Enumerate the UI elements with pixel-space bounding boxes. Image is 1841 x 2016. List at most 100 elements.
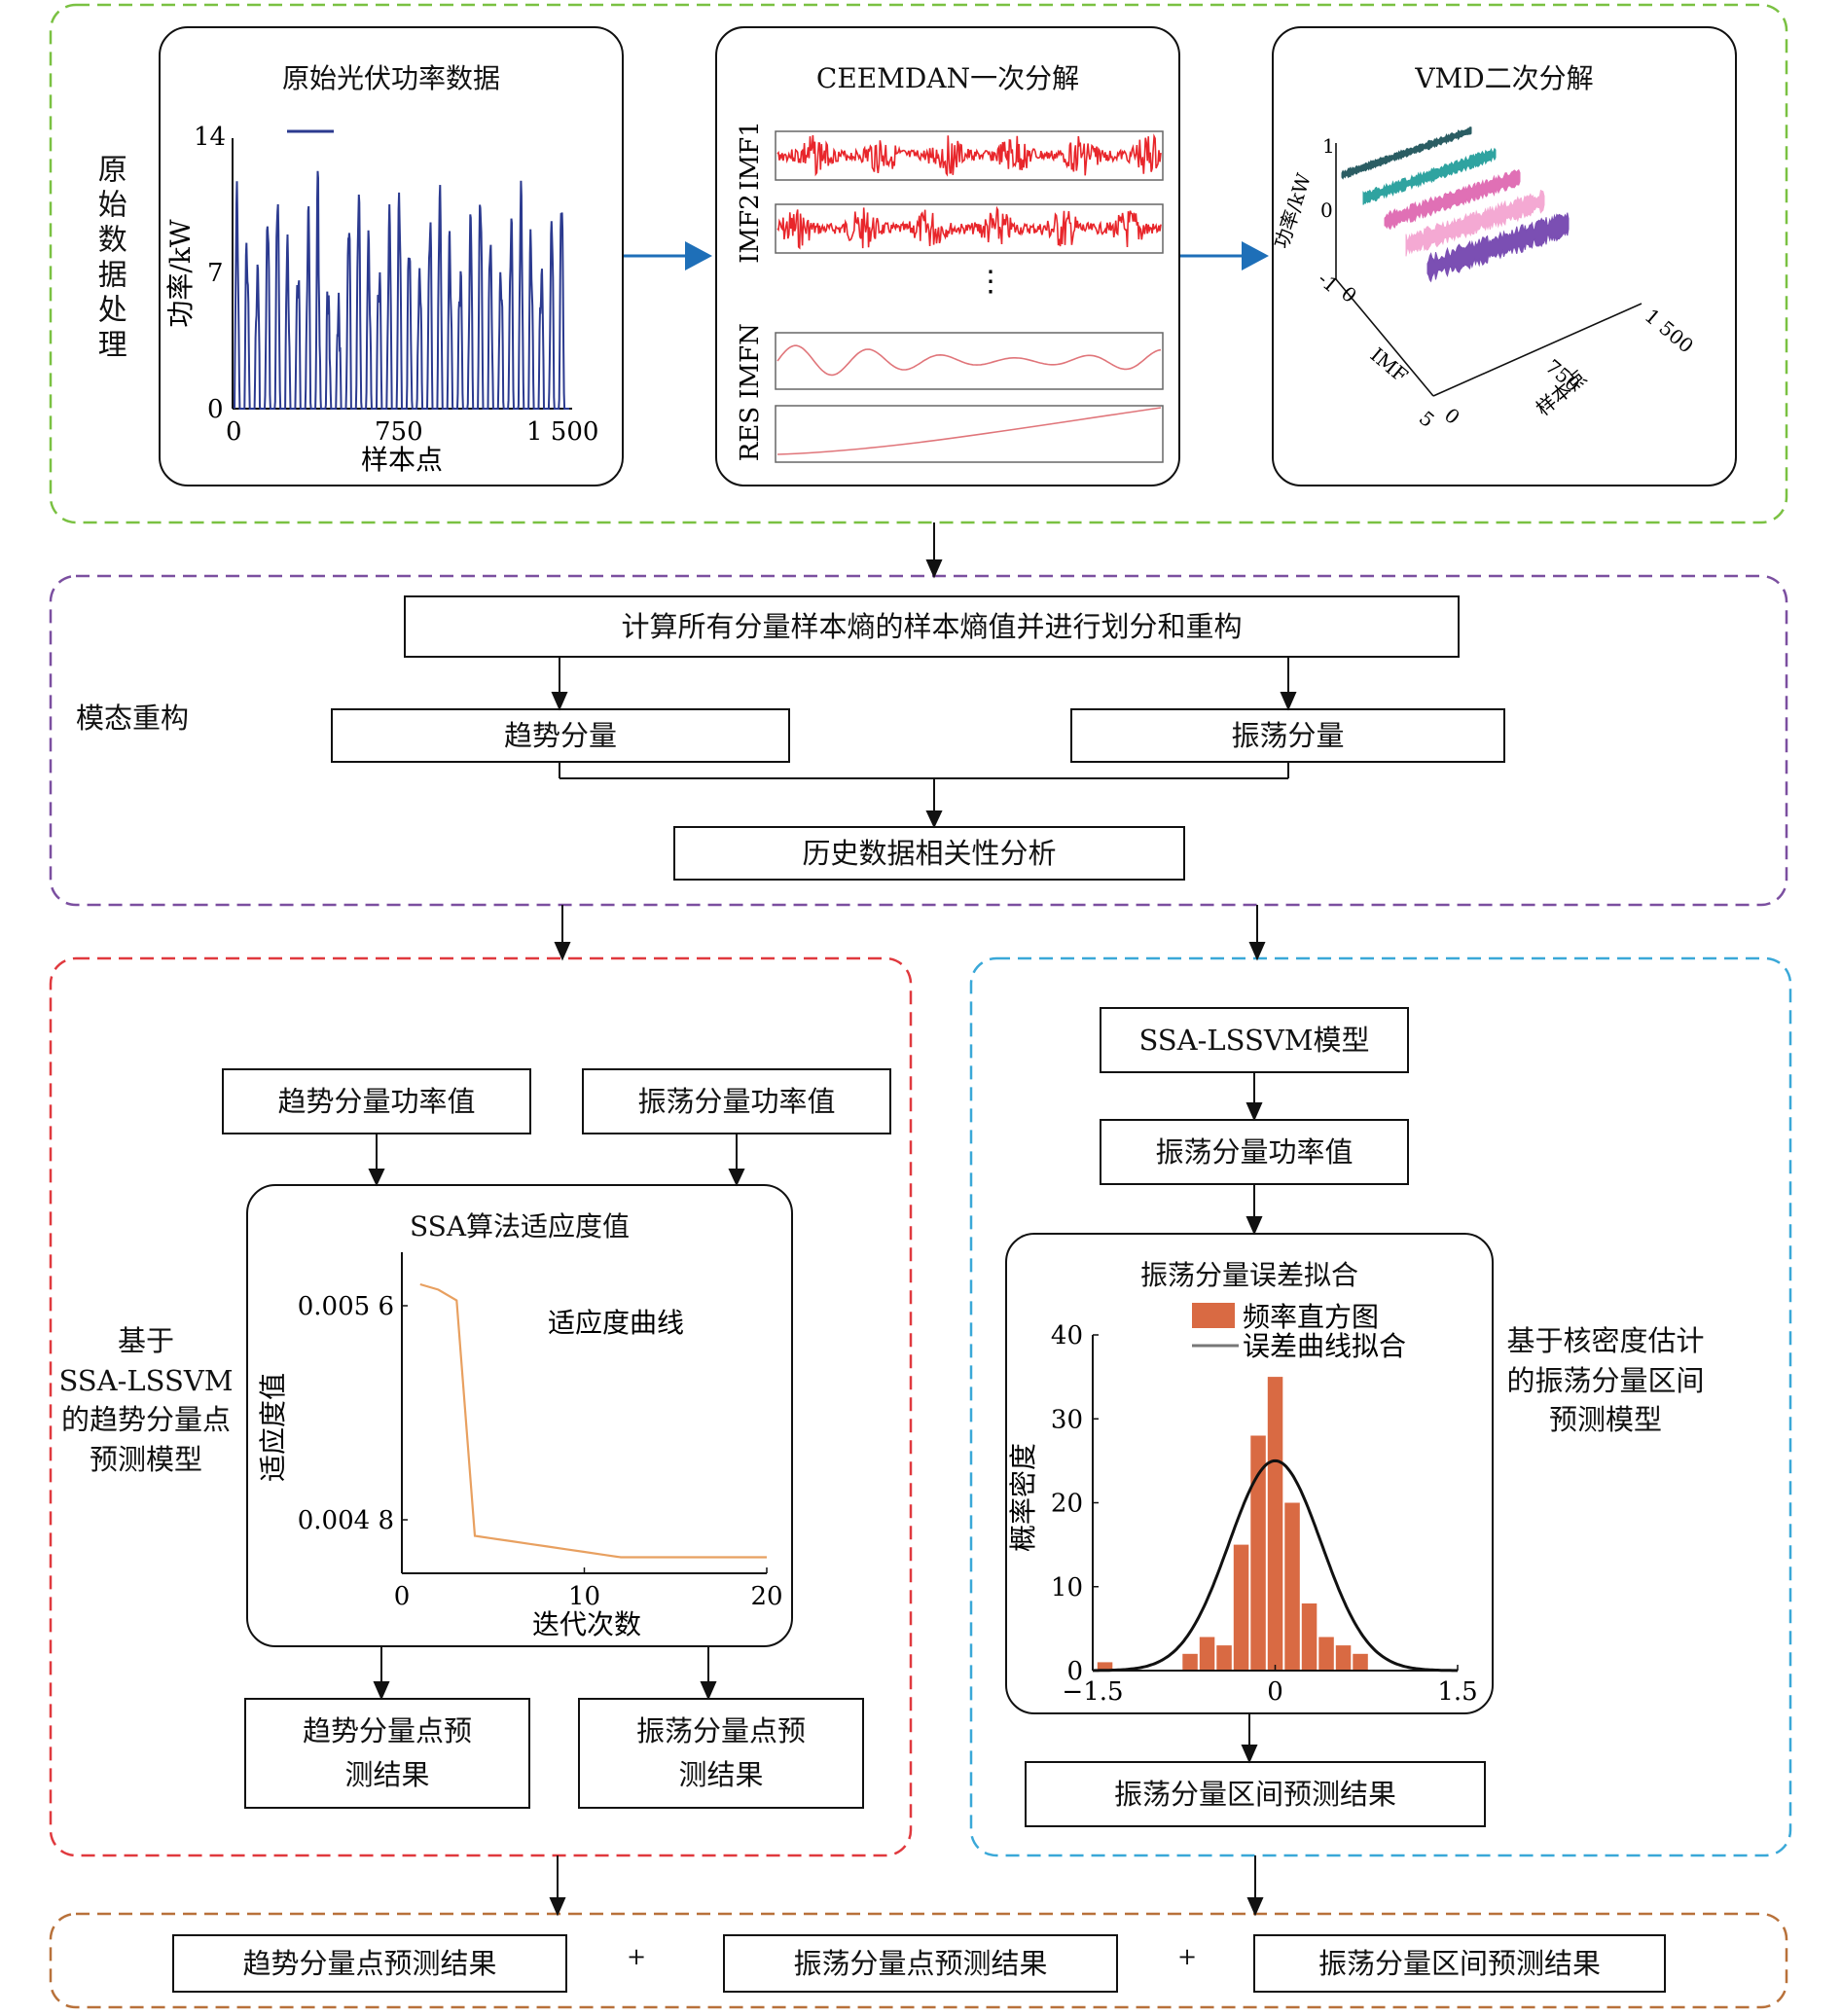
oscillation-component-box: 振荡分量: [1070, 708, 1505, 763]
ceemdan-panel: CEEMDAN一次分解: [715, 26, 1180, 486]
hist-xtick-label: −1.5: [1062, 1677, 1123, 1707]
histogram-bar: [1233, 1544, 1249, 1671]
vmd-y-axis: [1335, 278, 1434, 397]
interval-result-box: 振荡分量区间预测结果: [1025, 1761, 1486, 1827]
hist-ytick-label: 40: [1051, 1321, 1083, 1350]
histogram-bar: [1267, 1377, 1283, 1671]
label-imf2: IMF2: [736, 194, 765, 263]
right-module-frame: [969, 956, 1792, 1857]
fitness-curve: [419, 1282, 767, 1559]
histogram-bar: [1216, 1645, 1232, 1671]
fitness-annotation: 适应度曲线: [548, 1307, 684, 1339]
histogram-bar: [1353, 1653, 1368, 1672]
fitness-xtick-label: 10: [568, 1582, 600, 1611]
trend-power-box: 趋势分量功率值: [222, 1068, 531, 1134]
conn-stage2-left-head: [554, 942, 571, 961]
imfn-series: [776, 344, 1162, 377]
vmd-ztick-0: 1: [1322, 134, 1335, 158]
right-module-label: 基于核密度估计 的振荡分量区间 预测模型: [1494, 1321, 1717, 1440]
final-plus-2: +: [1177, 1943, 1198, 1970]
stage1-arrows: [624, 241, 1269, 270]
raw-power-series: [234, 170, 569, 410]
arrow-head-ceemdan-to-vmd: [1242, 241, 1269, 270]
correlation-analysis-box: 历史数据相关性分析: [673, 826, 1185, 881]
raw-data-plot: 0 7 14 0 750 1 500 样本点 功率/kW: [164, 123, 598, 476]
imfn-frame: [775, 332, 1164, 390]
ceemdan-plot: ⋮ IMF1 IMF2 IMFN RES: [736, 121, 1164, 463]
ssa-lssvm-model-box: SSA-LSSVM模型: [1100, 1007, 1409, 1073]
conn-top-trend-head: [551, 692, 568, 711]
fitness-xlabel: 迭代次数: [532, 1608, 641, 1640]
fitness-ytick-label: 0.004 8: [298, 1506, 394, 1535]
hist-ylabel: 概率密度: [1007, 1443, 1039, 1552]
hist-ytick-label: 0: [1066, 1657, 1083, 1686]
stage1-label: 原始数据处理: [90, 154, 128, 372]
vmd-ztick-1: 0: [1320, 198, 1333, 222]
trend-component-box: 趋势分量: [331, 708, 790, 763]
left-label-line-2: SSA-LSSVM: [58, 1363, 234, 1397]
raw-ytick-0: 0: [207, 395, 224, 424]
hist-ytick-label: 30: [1051, 1405, 1083, 1434]
osc-power-box-left: 振荡分量功率值: [582, 1068, 891, 1134]
right-label-line-2: 的振荡分量区间: [1506, 1363, 1705, 1397]
hist-xtick-label: 0: [1267, 1677, 1283, 1707]
osc-point-result-line-2: 测结果: [678, 1758, 764, 1791]
histogram-bar: [1335, 1645, 1352, 1671]
final-interval-box: 振荡分量区间预测结果: [1253, 1934, 1666, 1993]
ssa-fitness-panel: SSA算法适应度值: [246, 1184, 793, 1647]
label-res: RES: [736, 407, 765, 461]
conn-trend-power-fitness-head: [368, 1169, 385, 1187]
trend-point-result-line-2: 测结果: [344, 1758, 430, 1791]
left-label-line-4: 预测模型: [89, 1442, 202, 1476]
stage1-frame: [49, 3, 1788, 524]
raw-xtick-0: 0: [226, 417, 242, 447]
vmd-plot: 1 0 -1 功率/kW 0 5 IMF 0 750 1 500 样本点: [1272, 126, 1698, 432]
stage2-frame: [49, 574, 1788, 907]
right-label-line-1: 基于核密度估计: [1506, 1324, 1705, 1357]
raw-xtick-1: 750: [375, 417, 423, 447]
histogram-bar: [1284, 1502, 1300, 1671]
fitness-xtick-label: 0: [394, 1582, 411, 1611]
histogram-bar: [1250, 1435, 1266, 1671]
error-fit-title: 振荡分量误差拟合: [1139, 1259, 1358, 1291]
osc-point-result-box: 振荡分量点预 测结果: [578, 1698, 864, 1809]
osc-power-box-right: 振荡分量功率值: [1100, 1119, 1409, 1185]
vmd-title: VMD二次分解: [1415, 62, 1594, 94]
left-module-frame: [49, 956, 913, 1857]
vmd-mode-5: [1426, 212, 1570, 283]
ssa-fitness-title: SSA算法适应度值: [409, 1210, 631, 1242]
kde-fit-curve: [1093, 1458, 1458, 1673]
imf1-series: [776, 133, 1162, 177]
raw-ytick-1: 7: [207, 259, 224, 288]
raw-ylabel: 功率/kW: [164, 219, 197, 327]
left-label-line-3: 的趋势分量点: [60, 1403, 231, 1437]
histogram-bar: [1301, 1603, 1318, 1671]
stage1-label-text: 原始数据处理: [91, 154, 126, 364]
conn-fitness-trend-out-head: [373, 1681, 390, 1701]
legend-hist-label: 频率直方图: [1243, 1301, 1379, 1333]
conn-stage2-right-head: [1248, 942, 1266, 961]
vmd-mode-4: [1405, 189, 1545, 257]
histogram-bar: [1318, 1637, 1334, 1671]
imf1-frame: [775, 130, 1164, 181]
imf2-series: [776, 205, 1162, 250]
final-frame: [49, 1912, 1788, 2009]
res-series: [776, 407, 1162, 455]
ceemdan-ellipsis: ⋮: [976, 265, 1005, 299]
conn-top-osc-head: [1280, 692, 1297, 711]
conn-left-final-head: [549, 1897, 566, 1917]
entropy-reconstruct-box: 计算所有分量样本熵的样本熵值并进行划分和重构: [404, 595, 1460, 658]
label-imf1: IMF1: [736, 121, 765, 190]
fitness-xtick-label: 20: [750, 1582, 782, 1611]
trend-point-result-line-1: 趋势分量点预: [302, 1714, 472, 1748]
final-trend-point-box: 趋势分量点预测结果: [172, 1934, 567, 1993]
conn-stage1-stage2-head: [925, 559, 943, 579]
hist-ytick-label: 10: [1051, 1573, 1083, 1602]
vmd-x-axis: [1432, 303, 1642, 397]
conn-osc-power-fitness-head: [728, 1169, 745, 1187]
arrow-head-raw-to-ceemdan: [685, 241, 712, 270]
conn-osc-power-fit-head: [1245, 1216, 1263, 1236]
